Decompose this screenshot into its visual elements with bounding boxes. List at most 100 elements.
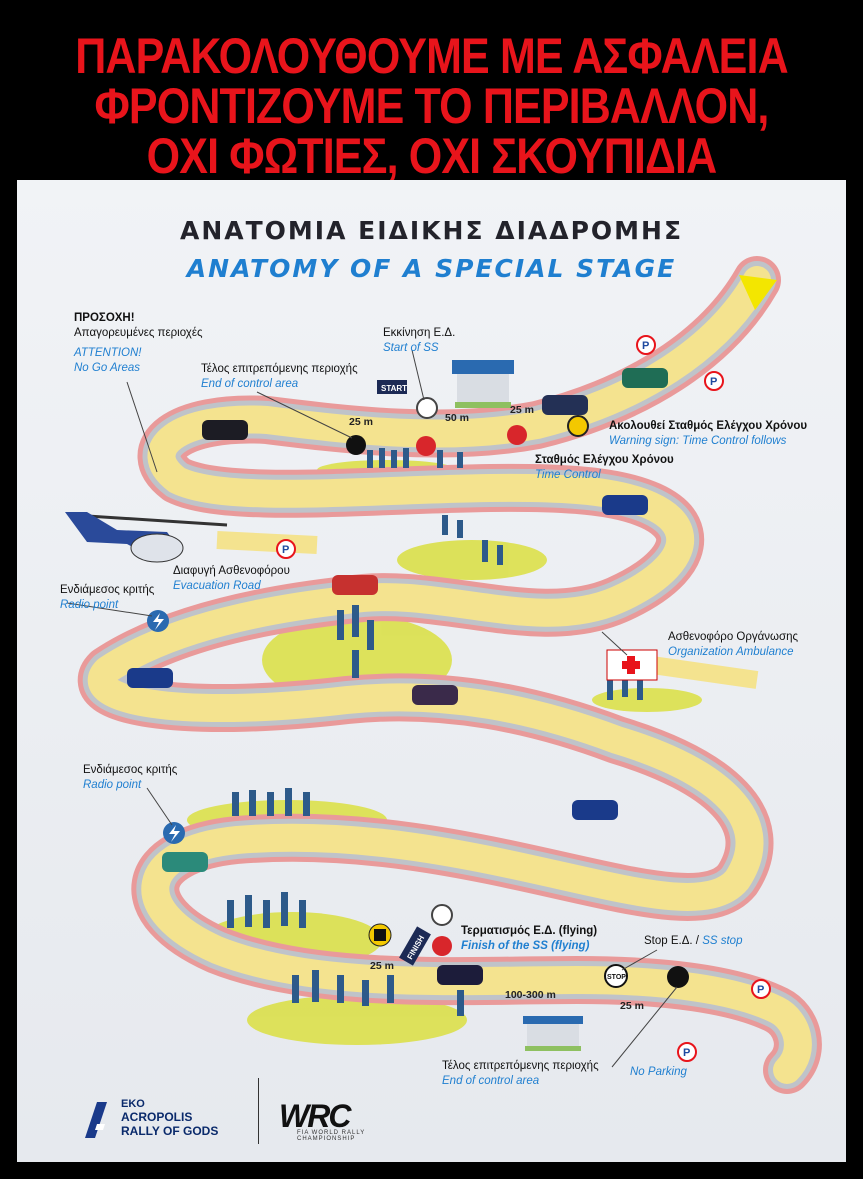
label-evacuation-road: Διαφυγή Ασθενοφόρου Evacuation Road bbox=[173, 564, 290, 594]
rally-car bbox=[127, 668, 173, 688]
direction-arrow-icon bbox=[739, 275, 777, 310]
end-control-top-greek: Τέλος επιτρεπόμενης περιοχής bbox=[201, 363, 358, 375]
eko-text: EKO bbox=[121, 1098, 145, 1110]
end-control-bottom-english: End of control area bbox=[442, 1075, 540, 1087]
finish-english: Finish of the SS (flying) bbox=[461, 940, 590, 952]
radio1-english: Radio point bbox=[60, 599, 119, 611]
stopwatch-icon bbox=[416, 397, 438, 419]
start-banner-text: START bbox=[381, 384, 407, 393]
end-control-black-icon bbox=[667, 966, 689, 988]
distance-label: 25 m bbox=[370, 960, 394, 972]
attention-english-2: No Go Areas bbox=[74, 362, 141, 374]
stop-english: SS stop bbox=[702, 935, 743, 947]
label-start-ss: Εκκίνηση Ε.Δ. Start of SS bbox=[383, 326, 455, 356]
headline-line-1: ΠΑΡΑΚΟΛΟΥΘΟΥΜΕ ΜΕ ΑΣΦΑΛΕΙΑ bbox=[75, 28, 788, 84]
parking-letter: P bbox=[282, 544, 289, 556]
checkered-flag-icon bbox=[368, 923, 392, 947]
label-radio-point-2: Ενδιάμεσος κριτής Radio point bbox=[83, 763, 177, 793]
distance-label: 25 m bbox=[620, 1000, 644, 1012]
evac-greek: Διαφυγή Ασθενοφόρου bbox=[173, 565, 290, 577]
headline-line-2: ΦΡΟΝΤΙΖΟΥΜΕ ΤΟ ΠΕΡΙΒΑΛΛΟΝ, bbox=[94, 78, 770, 134]
distance-label: 50 m bbox=[445, 412, 469, 424]
stopwatch-icon bbox=[431, 904, 453, 926]
no-parking-icons: P P P P P bbox=[276, 335, 771, 1062]
attention-english-1: ATTENTION! bbox=[74, 347, 142, 359]
evac-english: Evacuation Road bbox=[173, 580, 261, 592]
radio-point-icon bbox=[147, 610, 169, 632]
rally-car bbox=[162, 852, 208, 872]
ambulance-greek: Ασθενοφόρο Οργάνωσης bbox=[668, 631, 799, 643]
rally-car bbox=[572, 800, 618, 820]
start-greek: Εκκίνηση Ε.Δ. bbox=[383, 327, 456, 339]
wrc-logo: WRC FIA WORLD RALLY CHAMPIONSHIP bbox=[279, 1098, 399, 1144]
start-gantry: START bbox=[377, 360, 514, 408]
leader-lines bbox=[66, 349, 678, 1068]
ambulance-english: Organization Ambulance bbox=[668, 646, 794, 658]
parking-letter: P bbox=[683, 1047, 690, 1059]
time-control-greek: Σταθμός Ελέγχου Χρόνου bbox=[535, 454, 674, 466]
spectators bbox=[227, 448, 643, 1016]
radio1-greek: Ενδιάμεσος κριτής bbox=[60, 584, 155, 596]
rally-car bbox=[437, 965, 483, 985]
title-greek: ΑΝΑΤΟΜΙΑ ΕΙΔΙΚΗΣ ΔΙΑΔΡΟΜΗΣ bbox=[179, 216, 684, 245]
helicopter-icon bbox=[65, 512, 228, 563]
wrc-text: WRC bbox=[279, 1098, 351, 1134]
label-end-control-top: Τέλος επιτρεπόμενης περιοχής End of cont… bbox=[201, 362, 358, 392]
acropolis-text: ACROPOLIS bbox=[121, 1110, 193, 1124]
time-control-red-icon bbox=[416, 436, 436, 456]
radio2-english: Radio point bbox=[83, 779, 142, 791]
label-radio-point-1: Ενδιάμεσος κριτής Radio point bbox=[60, 583, 154, 613]
end-control-black-icon bbox=[346, 435, 366, 455]
rally-car bbox=[542, 395, 588, 415]
parking-letter: P bbox=[757, 984, 764, 996]
rally-car bbox=[602, 495, 648, 515]
label-no-go-areas: ΠΡΟΣΟΧΗ! Απαγορευμένες περιοχές ATTENTIO… bbox=[74, 311, 203, 376]
attention-greek-2: Απαγορευμένες περιοχές bbox=[74, 327, 203, 339]
rally-car bbox=[622, 368, 668, 388]
wrc-subtitle: FIA WORLD RALLY CHAMPIONSHIP bbox=[297, 1130, 366, 1142]
end-control-top-english: End of control area bbox=[201, 378, 299, 390]
rally-car bbox=[202, 420, 248, 440]
stop-sign-text: STOP bbox=[607, 974, 626, 981]
headline-line-3: ΟΧΙ ΦΩΤΙΕΣ, ΟΧΙ ΣΚΟΥΠΙΔΙΑ bbox=[146, 128, 717, 184]
stage-map: START FINISH STOP bbox=[65, 256, 822, 1094]
acropolis-a-logo-icon bbox=[85, 1102, 107, 1138]
label-end-control-bottom: Τέλος επιτρεπόμενης περιοχής End of cont… bbox=[442, 1059, 599, 1089]
rally-of-gods-text: RALLY OF GODS bbox=[121, 1124, 219, 1138]
distance-label: 25 m bbox=[510, 404, 534, 416]
attention-greek-1: ΠΡΟΣΟΧΗ! bbox=[74, 312, 135, 324]
rally-cars bbox=[127, 368, 668, 985]
logo-divider bbox=[258, 1078, 259, 1144]
distance-label: 100-300 m bbox=[505, 989, 556, 1001]
label-finish-ss: Τερματισμός Ε.Δ. (flying) Finish of the … bbox=[461, 924, 597, 954]
label-time-control: Σταθμός Ελέγχου Χρόνου Time Control bbox=[535, 453, 674, 483]
title-english: ANATOMY OF A SPECIAL STAGE bbox=[186, 254, 677, 283]
acropolis-rally-logo: EKO ACROPOLIS RALLY OF GODS bbox=[83, 1098, 233, 1148]
label-no-parking: No Parking bbox=[630, 1065, 687, 1080]
no-parking-english: No Parking bbox=[630, 1066, 687, 1078]
distance-label: 25 m bbox=[349, 416, 373, 428]
stage-infographic: START FINISH STOP bbox=[17, 180, 846, 1162]
rally-car bbox=[412, 685, 458, 705]
warning-greek: Ακολουθεί Σταθμός Ελέγχου Χρόνου bbox=[609, 420, 808, 432]
start-english: Start of SS bbox=[383, 342, 439, 354]
evacuation-road bbox=[216, 531, 318, 554]
warning-english: Warning sign: Time Control follows bbox=[609, 435, 787, 447]
parking-letter: P bbox=[710, 376, 717, 388]
label-ss-stop: Stop Ε.Δ. / SS stop bbox=[644, 934, 742, 949]
stage-road bbox=[87, 266, 812, 1084]
warning-yellow-icon bbox=[567, 415, 589, 437]
radio-point-icon bbox=[163, 822, 185, 844]
end-control-bottom-greek: Τέλος επιτρεπόμενης περιοχής bbox=[442, 1060, 599, 1072]
rally-car bbox=[332, 575, 378, 595]
label-warning-sign: Ακολουθεί Σταθμός Ελέγχου Χρόνου Warning… bbox=[609, 419, 807, 449]
time-control-sign-icon bbox=[507, 425, 527, 445]
radio2-greek: Ενδιάμεσος κριτής bbox=[83, 764, 178, 776]
stop-greek: Stop Ε.Δ. / bbox=[644, 935, 699, 947]
ambulance-tent bbox=[606, 649, 658, 681]
stop-sign-icon: STOP bbox=[604, 964, 628, 988]
label-organization-ambulance: Ασθενοφόρο Οργάνωσης Organization Ambula… bbox=[668, 630, 798, 660]
parking-letter: P bbox=[642, 340, 649, 352]
finish-greek: Τερματισμός Ε.Δ. (flying) bbox=[461, 925, 598, 937]
time-control-english: Time Control bbox=[535, 469, 601, 481]
